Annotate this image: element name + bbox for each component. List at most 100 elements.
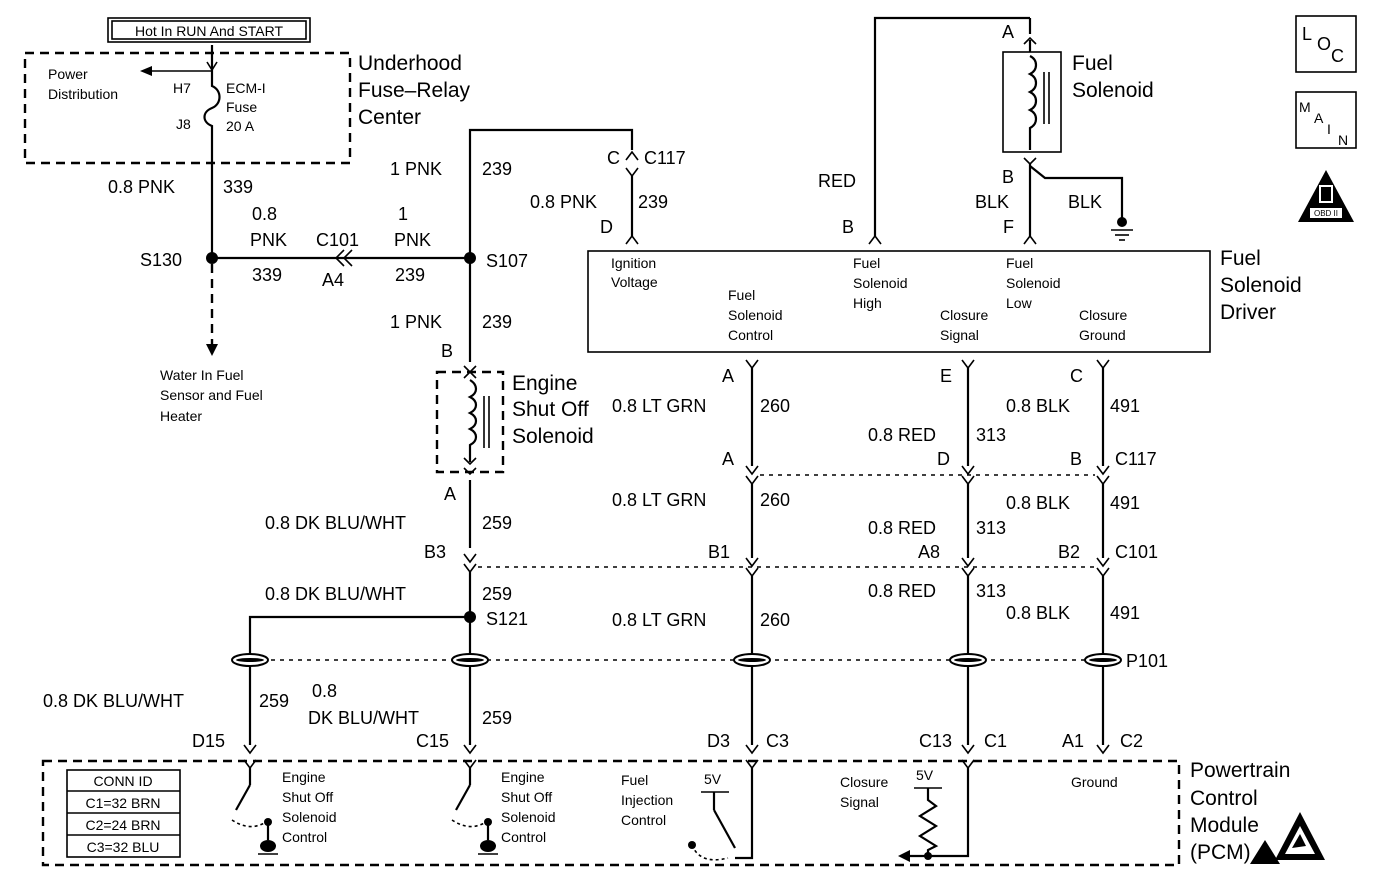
driver-closure-signal-2: Signal [940, 327, 979, 343]
c117-pin-a: A [722, 449, 734, 469]
fuse-center-title-1: Underhood [358, 52, 462, 75]
fuel-solenoid-pin-b: B [1002, 167, 1014, 187]
connector-c117-top: C117 [644, 148, 686, 168]
closure-5v: 5V [916, 767, 934, 783]
engine-solenoid-coil-icon [467, 379, 478, 462]
pcm-pin-c13: C13 [919, 731, 952, 751]
conn-id-c3: C3=32 BLU [87, 839, 160, 855]
wire-259-b-gauge: 0.8 DK BLU/WHT [265, 584, 406, 604]
wire-239-c117-gauge: 0.8 PNK [530, 192, 597, 212]
driver-pin-f: F [1003, 217, 1014, 237]
eso-control-2-label-4: Control [501, 829, 546, 845]
eso-control-2-label-2: Shut Off [501, 789, 552, 805]
wire-313-1-circuit: 313 [976, 425, 1006, 445]
pcm-module: Powertrain Control Module (PCM) CONN ID … [41, 759, 1325, 867]
driver-low-label-1: Fuel [1006, 255, 1033, 271]
wire-259-a-gauge: 0.8 DK BLU/WHT [265, 513, 406, 533]
wire-260-1-circuit: 260 [760, 396, 790, 416]
driver-closure-ground-1: Closure [1079, 307, 1127, 323]
svg-text:L: L [1302, 24, 1312, 44]
driver-high-label-1: Fuel [853, 255, 880, 271]
main-icon: M A I N [1295, 91, 1357, 149]
wire-313-2-circuit: 313 [976, 518, 1006, 538]
driver-pin-a: A [722, 366, 734, 386]
driver-high-label-2: Solenoid [853, 275, 908, 291]
wire-239-loop [468, 128, 634, 258]
water-sensor-label-1: Water In Fuel [160, 367, 244, 383]
wire-260-2-gauge: 0.8 LT GRN [612, 490, 706, 510]
driver-closure-ground-2: Ground [1079, 327, 1126, 343]
c101-pin-b2: B2 [1058, 542, 1080, 562]
wire-491-1-gauge: 0.8 BLK [1006, 396, 1070, 416]
pcm-pin-d15: D15 [192, 731, 225, 751]
pcm-title-3: Module [1190, 814, 1259, 837]
fuse-pin-j8: J8 [176, 116, 191, 132]
svg-text:N: N [1338, 132, 1348, 148]
splice-s107-dot [464, 252, 476, 264]
wire-259-left-gauge: 0.8 DK BLU/WHT [43, 691, 184, 711]
eso-control-2-label-3: Solenoid [501, 809, 556, 825]
fuel-solenoid-pin-a: A [1002, 22, 1014, 42]
wire-259-right-gauge-1: 0.8 [312, 681, 337, 701]
wire-313-3-gauge: 0.8 RED [868, 581, 936, 601]
conn-id-table: CONN ID C1=32 BRN C2=24 BRN C3=32 BLU [66, 769, 181, 858]
wire-239-low-gauge: 1 PNK [390, 312, 442, 332]
wire-260-1-gauge: 0.8 LT GRN [612, 396, 706, 416]
pcm-pin-a1: A1 [1062, 731, 1084, 751]
fuel-solenoid-driver: Fuel Solenoid Driver Ignition Voltage Fu… [587, 247, 1302, 353]
conn-id-c2: C2=24 BRN [85, 817, 160, 833]
wire-339-mid-circuit: 339 [252, 265, 282, 285]
wire-491-3-circuit: 491 [1110, 603, 1140, 623]
driver-title-2: Solenoid [1220, 274, 1302, 297]
ground-icon [1111, 217, 1133, 241]
eso-control-2-label-1: Engine [501, 769, 545, 785]
connector-c101-symbol [334, 249, 353, 267]
p101-grommets [231, 653, 1122, 667]
wire-491-1-circuit: 491 [1110, 396, 1140, 416]
svg-text:M: M [1299, 99, 1311, 115]
eso-control-1-label-2: Shut Off [282, 789, 333, 805]
driver-high-label-3: High [853, 295, 882, 311]
c101-pin-a8: A8 [918, 542, 940, 562]
connector-c117-pin-c: C [607, 148, 620, 168]
pcm-closure-signal-1: Closure [840, 774, 888, 790]
wire-260-3-gauge: 0.8 LT GRN [612, 610, 706, 630]
wire-259-a-circuit: 259 [482, 513, 512, 533]
wire-313-2-gauge: 0.8 RED [868, 518, 936, 538]
wire-259-branch [248, 615, 470, 745]
fuel-solenoid: Fuel Solenoid [1002, 36, 1154, 153]
wire-313-1-gauge: 0.8 RED [868, 425, 936, 445]
pcm-pin-arrows [243, 744, 1110, 755]
hot-in-run-label: Hot In RUN And START [107, 17, 311, 43]
column-260 [745, 359, 759, 745]
engine-solenoid-pin-a: A [444, 484, 456, 504]
wire-491-2-circuit: 491 [1110, 493, 1140, 513]
wire-260-3-circuit: 260 [760, 610, 790, 630]
eso-control-1-label-1: Engine [282, 769, 326, 785]
pcm-title-4: (PCM) [1190, 841, 1251, 864]
connector-c101-mid: C101 [1115, 542, 1158, 562]
engine-solenoid-label-2: Shut Off [512, 398, 589, 421]
fuse-ecm-i-icon [203, 45, 221, 260]
eso-switch-2-icon [451, 759, 498, 855]
wire-259-right-circuit: 259 [482, 708, 512, 728]
wire-259-b-circuit: 259 [482, 584, 512, 604]
c117-pin-d: D [937, 449, 950, 469]
driver-low-label-3: Low [1006, 295, 1033, 311]
connector-c101-top: C101 [316, 230, 359, 250]
pcm-connector-c2: C2 [1120, 731, 1143, 751]
fuse-name-label: Fuse [226, 99, 257, 115]
fuel-injection-label-1: Fuel [621, 772, 648, 788]
connector-c117-pin-d: D [600, 217, 613, 237]
driver-pin-c: C [1070, 366, 1083, 386]
driver-closure-signal-1: Closure [940, 307, 988, 323]
driver-control-label-1: Fuel [728, 287, 755, 303]
connector-c117-mid: C117 [1115, 449, 1157, 469]
esd-warning-icon [1250, 812, 1325, 864]
column-491 [1096, 359, 1110, 745]
splice-s121-label: S121 [486, 609, 528, 629]
fuse-pin-h7: H7 [173, 80, 191, 96]
wire-239-top-circuit: 239 [482, 159, 512, 179]
eso-switch-1-icon [231, 759, 278, 855]
pcm-connector-c3: C3 [766, 731, 789, 751]
